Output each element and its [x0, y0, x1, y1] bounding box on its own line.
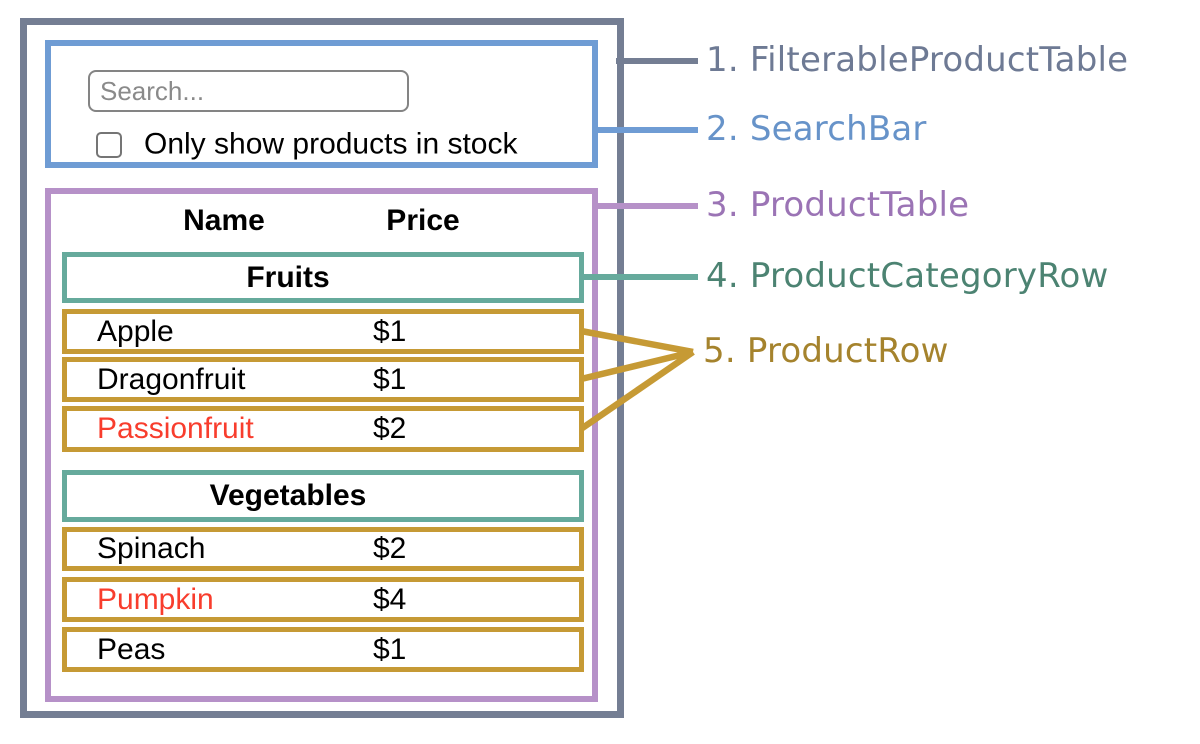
product-row-dragonfruit: Dragonfruit $1 [62, 357, 584, 402]
category-label: Fruits [246, 260, 330, 294]
category-row-vegetables: Vegetables [62, 470, 584, 522]
product-row-spinach: Spinach $2 [62, 527, 584, 571]
product-row-passionfruit: Passionfruit $2 [62, 406, 584, 452]
product-price: $1 [373, 362, 407, 396]
product-price: $1 [373, 632, 407, 666]
product-name: Passionfruit [97, 412, 254, 445]
product-row-peas: Peas $1 [62, 627, 584, 672]
in-stock-checkbox[interactable] [96, 132, 122, 158]
category-row-fruits: Fruits [62, 252, 584, 303]
product-name: Spinach [97, 532, 206, 565]
product-name: Peas [97, 632, 166, 666]
annotation-product-row: 5. ProductRow [703, 331, 949, 372]
product-price: $2 [373, 532, 407, 565]
category-label: Vegetables [209, 479, 367, 512]
search-input[interactable] [88, 70, 409, 112]
product-price: $1 [373, 314, 407, 348]
product-row-pumpkin: Pumpkin $4 [62, 577, 584, 622]
annotation-product-category-row: 4. ProductCategoryRow [706, 256, 1109, 297]
product-name: Pumpkin [97, 582, 214, 616]
product-price: $2 [373, 412, 407, 445]
product-name: Dragonfruit [97, 362, 246, 396]
product-name: Apple [97, 314, 174, 348]
column-header-name: Name [183, 204, 265, 237]
product-row-apple: Apple $1 [62, 309, 584, 354]
annotation-filterable-product-table: 1. FilterableProductTable [706, 40, 1129, 81]
annotation-search-bar: 2. SearchBar [706, 109, 927, 150]
annotation-product-table: 3. ProductTable [706, 185, 970, 226]
column-header-price: Price [386, 204, 460, 237]
product-price: $4 [373, 582, 407, 616]
in-stock-checkbox-label: Only show products in stock [144, 127, 518, 161]
